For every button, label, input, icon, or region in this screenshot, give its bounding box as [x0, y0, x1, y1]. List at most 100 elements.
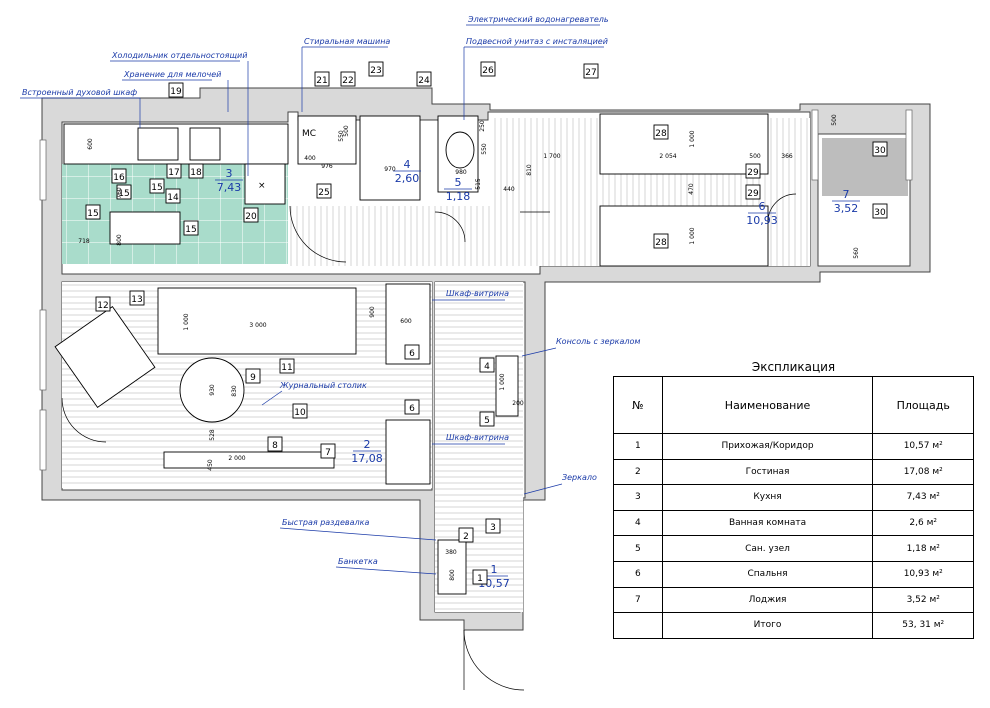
- room-number: 3: [226, 167, 233, 180]
- label-coffee-table: Журнальный столик: [279, 381, 367, 390]
- dimension-label: 930: [209, 384, 216, 396]
- row-name: Итого: [661, 612, 874, 639]
- row-area: 10,57 м²: [872, 433, 974, 460]
- callout-number: 7: [325, 448, 331, 458]
- tv-unit: [163, 451, 335, 469]
- callout-number: 18: [190, 168, 202, 178]
- dimension-label: 830: [231, 385, 238, 397]
- dimension-label: 450: [207, 459, 214, 471]
- callout-number: 12: [97, 301, 108, 311]
- windows: [39, 109, 913, 471]
- callout-marker: 18: [188, 163, 204, 179]
- label-x-mark: ×: [258, 181, 266, 191]
- callout-marker: 21: [314, 71, 330, 87]
- callout-marker: 10: [292, 403, 308, 419]
- dimension-label: 600: [400, 318, 412, 325]
- callout-marker: 16: [111, 168, 127, 184]
- callout-marker: 8: [267, 436, 283, 452]
- callout-marker: 15: [183, 220, 199, 236]
- room-area: 7,43: [217, 181, 242, 194]
- row-number: 2: [613, 458, 663, 486]
- callout-number: 1: [477, 574, 483, 584]
- dimension-label: 550: [338, 130, 345, 142]
- callout-marker: 22: [340, 71, 356, 87]
- row-area: 1,18 м²: [872, 535, 974, 562]
- bench: [437, 539, 467, 595]
- row-number: 3: [613, 484, 663, 511]
- dimension-label: 800: [116, 234, 123, 246]
- callout-marker: 30: [872, 203, 888, 219]
- callout-number: 29: [747, 168, 759, 178]
- callout-number: 15: [87, 209, 98, 219]
- dimension-label: 500: [343, 125, 350, 137]
- dimension-label: 1 000: [183, 313, 190, 330]
- row-name: Лоджия: [661, 586, 874, 614]
- table-header-row: № Наименование Площадь: [613, 376, 974, 434]
- coffee-table: [179, 357, 245, 423]
- callout-marker: 12: [95, 296, 111, 312]
- dimension-label: 250: [479, 120, 486, 132]
- callout-marker: 17: [166, 163, 182, 179]
- callout-number: 25: [318, 188, 329, 198]
- dimension-label: 440: [503, 186, 515, 193]
- row-name: Кухня: [661, 484, 874, 511]
- row-name: Прихожая/Коридор: [661, 433, 874, 460]
- callout-marker: 27: [583, 63, 599, 79]
- dimension-label: 718: [78, 238, 90, 245]
- callout-marker: 13: [129, 290, 145, 306]
- explication-title: Экспликация: [751, 360, 836, 374]
- callout-number: 13: [131, 295, 142, 305]
- row-name: Сан. узел: [661, 535, 874, 562]
- display-cabinet-2: [385, 419, 431, 485]
- dimension-label: 600: [87, 138, 94, 150]
- label-mirror: Зеркало: [562, 473, 597, 482]
- dimension-label: 550: [481, 143, 488, 155]
- dimension-label: 970: [384, 166, 396, 173]
- label-quick-dress: Быстрая раздевалка: [282, 518, 369, 527]
- callout-marker: 26: [480, 61, 496, 77]
- doors: [61, 193, 797, 691]
- dimension-label: 1 700: [543, 153, 560, 160]
- row-name: Гостиная: [661, 458, 874, 486]
- dimension-label: 400: [304, 155, 316, 162]
- label-display-cabinet-2: Шкаф-витрина: [446, 433, 509, 442]
- dimension-label: 3 000: [249, 322, 266, 329]
- row-area: 17,08 м²: [872, 458, 974, 486]
- callout-number: 16: [113, 173, 125, 183]
- callout-marker: 3: [485, 518, 501, 534]
- callout-number: 5: [484, 416, 490, 426]
- label-oven: Встроенный духовой шкаф: [22, 88, 137, 97]
- dimension-label: 2 000: [228, 455, 245, 462]
- callout-number: 28: [655, 129, 667, 139]
- loggia-shaded: [822, 138, 908, 196]
- room-area: 1,18: [446, 190, 471, 203]
- row-number: 7: [613, 586, 663, 614]
- bed-2: [599, 205, 769, 267]
- callout-number: 24: [418, 76, 430, 86]
- row-area: 7,43 м²: [872, 484, 974, 511]
- room-area: 3,52: [834, 202, 859, 215]
- dimension-label: 380: [445, 549, 457, 556]
- room-area: 2,60: [395, 172, 420, 185]
- row-area: 3,52 м²: [872, 586, 974, 614]
- callout-marker: 6: [404, 344, 420, 360]
- label-fridge: Холодильник отдельностоящий: [111, 51, 247, 60]
- dimension-label: 1 000: [689, 130, 696, 147]
- callout-marker: 11: [279, 358, 295, 374]
- callout-number: 17: [168, 168, 179, 178]
- plan-labels: Электрический водонагреватель Холодильни…: [20, 15, 640, 575]
- row-number: 5: [613, 535, 663, 562]
- label-bench: Банкетка: [338, 557, 378, 566]
- label-wall-toilet: Подвесной унитаз с инсталяцией: [466, 37, 608, 46]
- row-name: Ванная комната: [661, 509, 874, 537]
- callout-marker: 28: [653, 124, 669, 140]
- room-area: 17,08: [351, 452, 383, 465]
- callout-number: 28: [655, 238, 667, 248]
- row-area: 2,6 м²: [872, 509, 974, 537]
